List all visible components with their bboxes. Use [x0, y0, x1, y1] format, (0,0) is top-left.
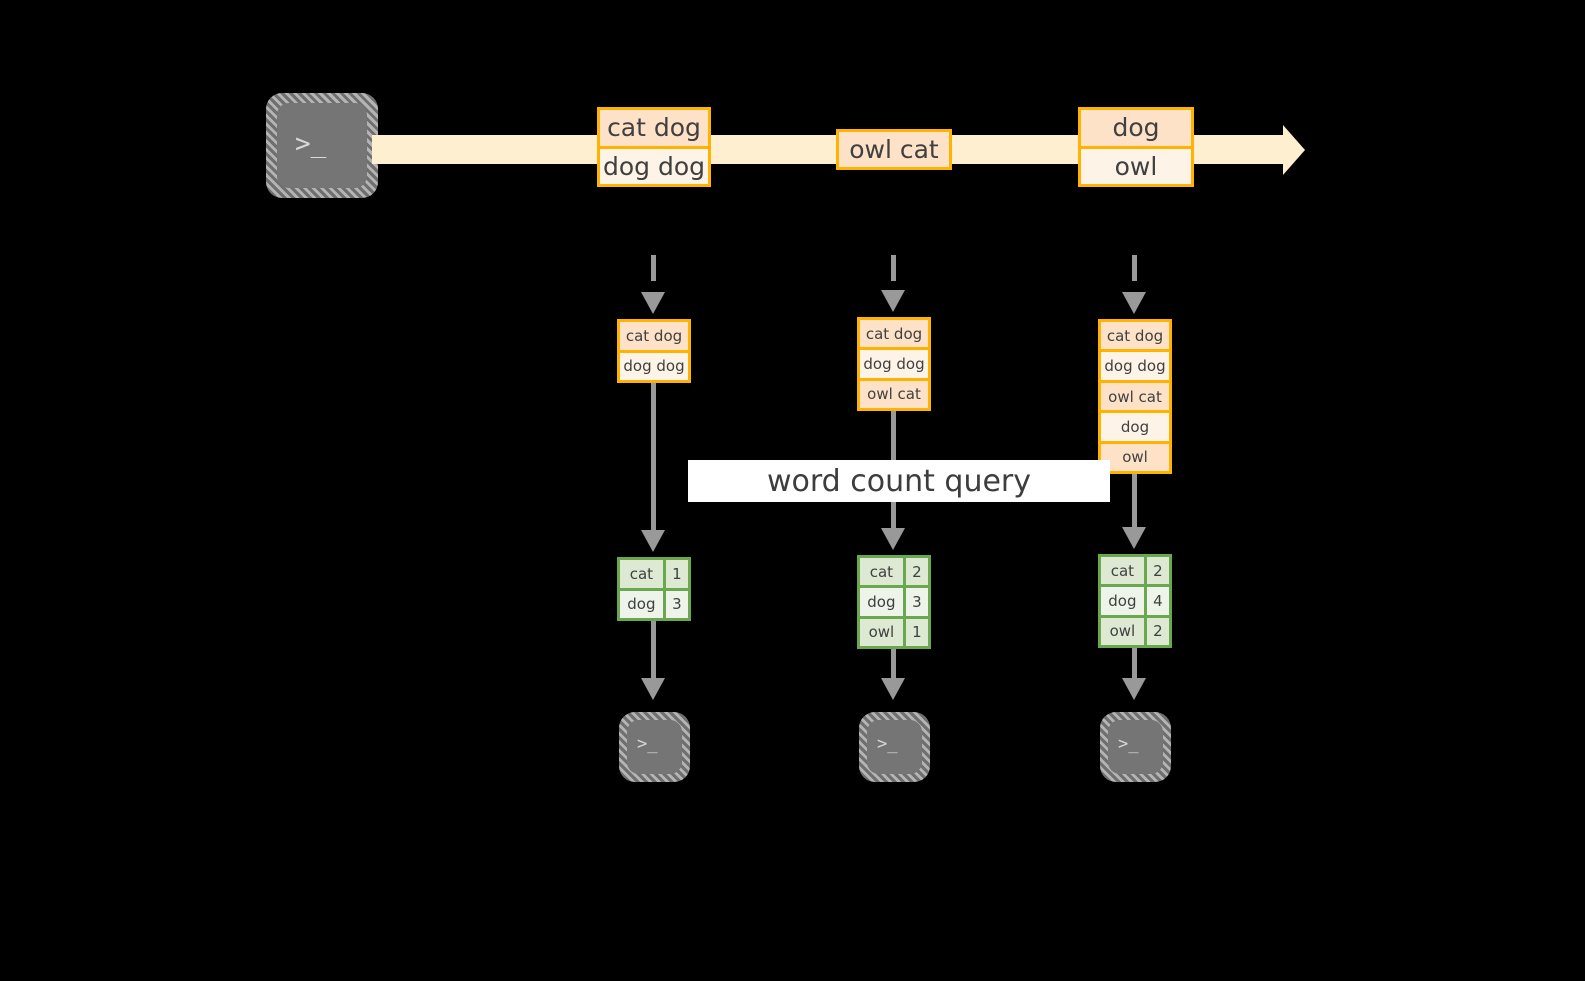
- snapshot-1-sink-arrowhead: [641, 678, 665, 700]
- record-cell: owl cat: [860, 377, 928, 408]
- snapshot-3-input-box[interactable]: cat dog dog dog owl cat dog owl: [1098, 319, 1172, 474]
- record-cell: dog dog: [600, 145, 708, 184]
- stream-record-2[interactable]: owl cat: [836, 129, 952, 170]
- table-row: cat 2: [1101, 557, 1169, 585]
- table-row: dog 3: [860, 585, 928, 616]
- terminal-prompt-glyph: >_: [877, 734, 898, 754]
- record-cell: dog dog: [620, 349, 688, 380]
- snapshot-1-tap-line: [651, 255, 656, 297]
- stream-record-1[interactable]: cat dog dog dog: [597, 107, 711, 187]
- result-key: dog: [620, 590, 663, 618]
- result-value: 2: [1143, 557, 1169, 585]
- record-cell: owl cat: [839, 132, 949, 167]
- snapshot-3-tap-arrowhead: [1122, 292, 1146, 314]
- result-key: owl: [1101, 617, 1144, 645]
- record-cell: owl: [1101, 440, 1169, 472]
- table-row: cat 1: [620, 560, 688, 588]
- result-key: owl: [860, 618, 903, 646]
- snapshot-2-query-arrowhead: [881, 528, 905, 550]
- result-value: 1: [662, 560, 688, 588]
- snapshot-2-result-table[interactable]: cat 2 dog 3 owl 1: [857, 555, 931, 649]
- snapshot-3-sink-arrowhead: [1122, 678, 1146, 700]
- snapshot-3-sink-line: [1132, 648, 1137, 689]
- event-stream-arrowhead: [1283, 125, 1305, 175]
- result-key: cat: [620, 560, 663, 588]
- table-row: owl 2: [1101, 614, 1169, 645]
- result-key: dog: [860, 588, 903, 616]
- snapshot-2-sink-line: [891, 649, 896, 689]
- table-row: dog 4: [1101, 584, 1169, 615]
- snapshot-1-query-arrowhead: [641, 530, 665, 552]
- snapshot-3-query-arrowhead: [1122, 527, 1146, 549]
- snapshot-3-tap-line: [1132, 255, 1137, 297]
- snapshot-2-sink-arrowhead: [881, 678, 905, 700]
- snapshot-2-tap-line: [891, 255, 896, 297]
- query-label: word count query: [688, 460, 1110, 502]
- source-terminal-icon[interactable]: >_: [277, 103, 367, 188]
- snapshot-2-tap-arrowhead: [881, 290, 905, 312]
- record-cell: owl cat: [1101, 379, 1169, 411]
- snapshot-1-sink-terminal-icon[interactable]: >_: [627, 720, 682, 774]
- snapshot-3-query-line: [1132, 474, 1137, 537]
- result-value: 2: [902, 558, 928, 586]
- snapshot-2-input-box[interactable]: cat dog dog dog owl cat: [857, 317, 931, 411]
- record-cell: cat dog: [620, 322, 688, 350]
- table-row: cat 2: [860, 558, 928, 586]
- result-value: 2: [1143, 617, 1169, 645]
- record-cell: cat dog: [860, 320, 928, 348]
- snapshot-1-result-table[interactable]: cat 1 dog 3: [617, 557, 691, 621]
- snapshot-3-result-table[interactable]: cat 2 dog 4 owl 2: [1098, 554, 1172, 648]
- table-row: owl 1: [860, 615, 928, 646]
- result-value: 3: [662, 590, 688, 618]
- record-cell: cat dog: [1101, 322, 1169, 350]
- snapshot-1-query-line: [651, 383, 656, 539]
- result-value: 3: [902, 588, 928, 616]
- terminal-prompt-glyph: >_: [1118, 734, 1139, 754]
- record-cell: owl: [1081, 145, 1191, 184]
- snapshot-3-sink-terminal-icon[interactable]: >_: [1108, 720, 1163, 774]
- result-key: dog: [1101, 587, 1144, 615]
- record-cell: dog: [1081, 110, 1191, 146]
- snapshot-1-input-box[interactable]: cat dog dog dog: [617, 319, 691, 383]
- table-row: dog 3: [620, 587, 688, 618]
- result-key: cat: [1101, 557, 1144, 585]
- snapshot-2-sink-terminal-icon[interactable]: >_: [867, 720, 922, 774]
- result-key: cat: [860, 558, 903, 586]
- record-cell: dog dog: [1101, 349, 1169, 380]
- stream-record-3[interactable]: dog owl: [1078, 107, 1194, 187]
- snapshot-1-sink-line: [651, 621, 656, 685]
- record-cell: dog: [1101, 410, 1169, 441]
- terminal-prompt-glyph: >_: [637, 734, 658, 754]
- record-cell: cat dog: [600, 110, 708, 146]
- record-cell: dog dog: [860, 347, 928, 378]
- terminal-prompt-glyph: >_: [295, 129, 327, 159]
- result-value: 1: [902, 618, 928, 646]
- result-value: 4: [1143, 587, 1169, 615]
- snapshot-1-tap-arrowhead: [641, 292, 665, 314]
